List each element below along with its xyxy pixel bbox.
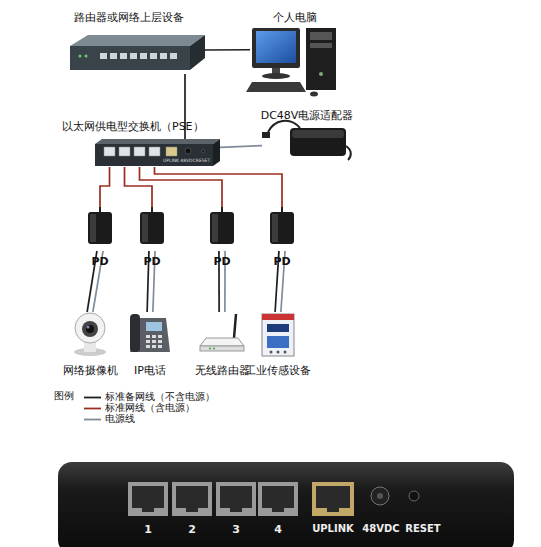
cable-connector bbox=[155, 167, 283, 207]
legend-line-sample bbox=[84, 397, 101, 399]
port-number: 1 bbox=[108, 523, 188, 536]
port-number: 2 bbox=[152, 523, 232, 536]
pc-art bbox=[246, 28, 336, 97]
pd-adapter: PD bbox=[135, 207, 169, 251]
cable-connector bbox=[205, 49, 250, 51]
device-label: 路由器或网络上层设备 bbox=[74, 11, 184, 24]
router-device: 路由器或网络上层设备 bbox=[68, 34, 205, 74]
device-label: PD bbox=[91, 255, 108, 268]
port-label: RESET bbox=[383, 523, 463, 535]
legend-line-sample bbox=[84, 408, 101, 410]
device-label: 无线路由器 bbox=[195, 364, 250, 377]
device-label: 网络摄像机 bbox=[63, 364, 118, 377]
cable-connector bbox=[100, 167, 110, 207]
camera-art bbox=[74, 313, 106, 356]
cable-connector bbox=[140, 167, 223, 207]
legend-heading: 图例 bbox=[24, 390, 104, 402]
industrial-sensor: 工业传感设备 bbox=[254, 312, 302, 358]
wireless-router-art bbox=[200, 314, 244, 351]
device-label: PD bbox=[213, 255, 230, 268]
legend-text: 电源线 bbox=[105, 413, 135, 425]
switch-photo bbox=[58, 462, 514, 547]
sensor-art bbox=[262, 314, 294, 356]
port-number: 4 bbox=[238, 523, 318, 536]
ip-phone: IP电话 bbox=[126, 312, 174, 358]
pc-device: 个人电脑 bbox=[250, 28, 340, 92]
legend-line-sample bbox=[84, 419, 101, 421]
pd-adapter: PD bbox=[265, 207, 299, 251]
legend-text: 标准网线（含电源） bbox=[105, 402, 195, 414]
device-label: 以太网供电型交换机（PSE） bbox=[62, 120, 204, 133]
cable-connector bbox=[125, 167, 153, 207]
power-adapter: DC48V电源适配器 bbox=[262, 124, 352, 160]
pd-adapter: PD bbox=[83, 207, 117, 251]
ip-camera: 网络摄像机 bbox=[66, 312, 114, 358]
port-label: RESET bbox=[163, 158, 243, 163]
pd-art bbox=[88, 207, 294, 244]
pd-adapter: PD bbox=[205, 207, 239, 251]
device-label: 工业传感设备 bbox=[245, 364, 311, 377]
router-art bbox=[70, 35, 205, 70]
port-label: UPLINK bbox=[293, 523, 373, 535]
legend-text: 标准备网线（不含电源） bbox=[105, 391, 215, 403]
device-label: 个人电脑 bbox=[273, 11, 317, 24]
device-label: PD bbox=[273, 255, 290, 268]
phone-art bbox=[130, 314, 170, 352]
device-label: DC48V电源适配器 bbox=[261, 109, 354, 122]
cable-connector bbox=[220, 146, 262, 148]
device-label: IP电话 bbox=[134, 364, 166, 377]
port-label: 48VDC bbox=[148, 158, 228, 163]
wireless-router: 无线路由器 bbox=[198, 312, 246, 358]
port-number: 3 bbox=[196, 523, 276, 536]
adapter-art bbox=[262, 121, 351, 160]
device-label: PD bbox=[143, 255, 160, 268]
